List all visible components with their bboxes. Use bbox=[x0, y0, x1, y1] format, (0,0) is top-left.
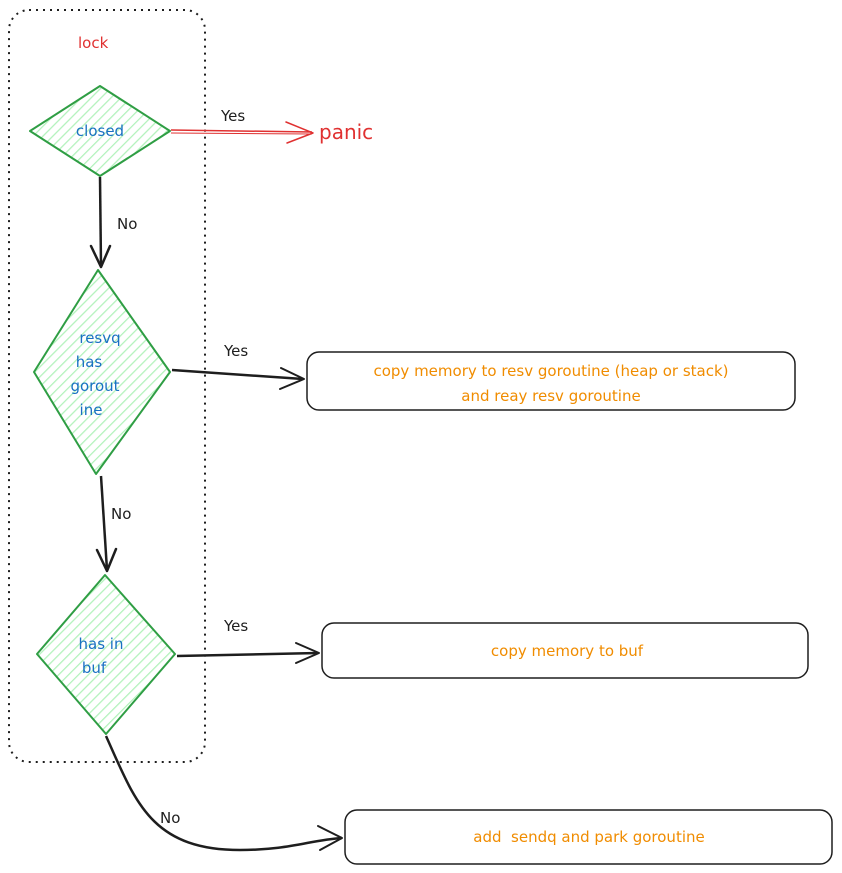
resvq-diamond bbox=[33, 269, 171, 475]
panic-label: panic bbox=[319, 120, 373, 144]
buf-yes-arrow bbox=[176, 651, 319, 658]
resvq-no-label: No bbox=[111, 505, 131, 523]
add-sendq-label: add sendq and park goroutine bbox=[473, 828, 704, 846]
closed-no-label: No bbox=[117, 215, 137, 233]
has-in-buf-line-1: has in bbox=[79, 635, 124, 653]
closed-yes-arrow bbox=[170, 129, 313, 133]
copy-to-resv-line-1: copy memory to resv goroutine (heap or s… bbox=[373, 362, 728, 380]
resvq-line-1: resvq bbox=[79, 329, 120, 347]
has-in-buf-diamond bbox=[36, 574, 176, 735]
closed-diamond bbox=[29, 85, 171, 177]
resvq-line-3: gorout bbox=[70, 377, 119, 395]
buf-no-label: No bbox=[160, 809, 180, 827]
copy-to-buf-box bbox=[321, 622, 809, 679]
add-sendq-box bbox=[344, 809, 833, 865]
closed-yes-label: Yes bbox=[220, 107, 245, 125]
resvq-no-arrow bbox=[99, 475, 109, 571]
resvq-line-4: ine bbox=[80, 401, 103, 419]
has-in-buf-line-2: buf bbox=[82, 659, 107, 677]
buf-no-arrow bbox=[104, 735, 343, 852]
resvq-yes-arrow bbox=[171, 368, 304, 381]
lock-label: lock bbox=[78, 34, 109, 52]
copy-to-resv-line-2: and reay resv goroutine bbox=[461, 387, 640, 405]
resvq-line-2: has bbox=[76, 353, 103, 371]
resvq-yes-label: Yes bbox=[223, 342, 248, 360]
closed-label: closed bbox=[76, 122, 124, 140]
copy-to-resv-box bbox=[306, 351, 796, 411]
buf-yes-label: Yes bbox=[223, 617, 248, 635]
closed-no-arrow bbox=[98, 176, 103, 267]
lock-group-box bbox=[8, 9, 206, 763]
copy-to-buf-label: copy memory to buf bbox=[491, 642, 644, 660]
